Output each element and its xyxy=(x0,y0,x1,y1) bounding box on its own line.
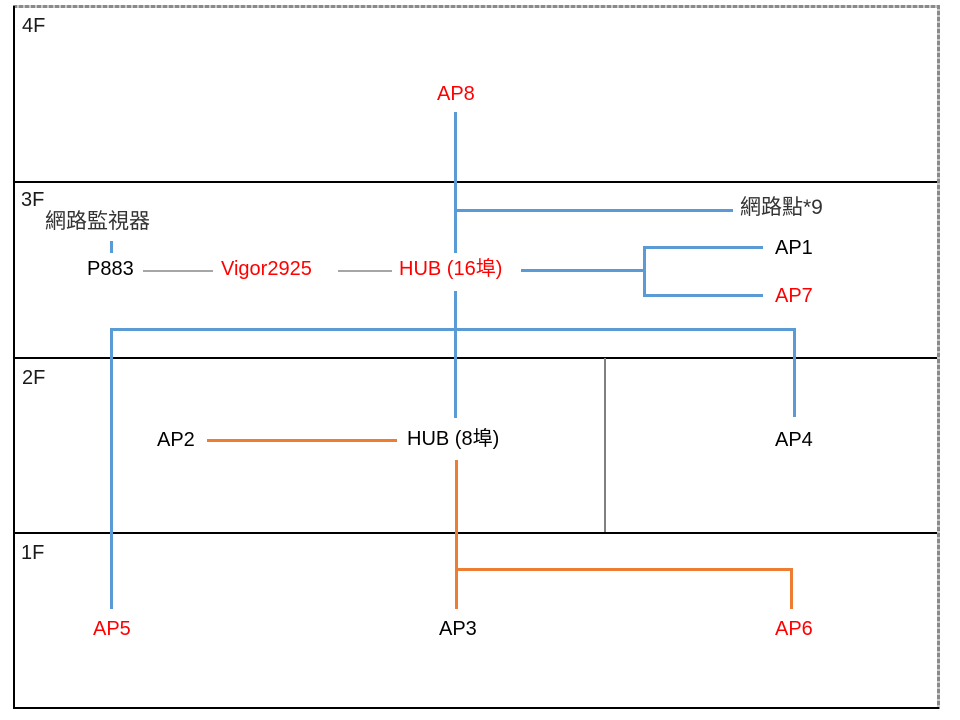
frame-bottom-border xyxy=(13,707,939,709)
frame-right-border xyxy=(937,5,940,709)
cable-ap1-link xyxy=(643,246,763,249)
node-ap1: AP1 xyxy=(775,237,813,259)
cable-ap8-drop xyxy=(454,112,457,253)
node-hub8: HUB (8埠) xyxy=(407,428,500,450)
node-network-monitor: 網路監視器 xyxy=(45,210,150,233)
node-network-points: 網路點*9 xyxy=(740,196,823,219)
cable-hub16-right xyxy=(521,269,644,272)
floor-label-3f: 3F xyxy=(21,189,45,211)
node-ap7: AP7 xyxy=(775,285,813,307)
floor-divider-4f-3f xyxy=(14,181,937,183)
frame-top-border xyxy=(13,5,940,8)
node-ap5: AP5 xyxy=(93,618,131,640)
cable-ap5-riser xyxy=(110,328,113,609)
cable-netpoints-branch xyxy=(454,209,733,212)
cable-ap4-riser xyxy=(793,328,796,417)
floor-label-1f: 1F xyxy=(21,542,45,564)
floor-divider-3f-2f xyxy=(14,357,937,359)
node-vigor2925: Vigor2925 xyxy=(221,258,312,280)
floor-label-4f: 4F xyxy=(22,15,46,37)
floor-label-2f: 2F xyxy=(22,367,46,389)
node-ap3: AP3 xyxy=(439,618,477,640)
cable-hub16-hub8-riser xyxy=(454,291,457,418)
cable-backbone-3f xyxy=(110,328,796,331)
node-hub16: HUB (16埠) xyxy=(399,258,503,280)
wall-divider-2f xyxy=(604,358,606,532)
node-ap6: AP6 xyxy=(775,618,813,640)
cable-ap1-ap7-branch xyxy=(643,246,646,297)
cable-monitor-stub xyxy=(110,241,113,253)
floor-divider-2f-1f xyxy=(14,532,937,534)
cable-ap6-branch xyxy=(455,568,793,571)
node-ap4: AP4 xyxy=(775,429,813,451)
cable-p883-vigor xyxy=(143,270,213,272)
cable-ap6-drop xyxy=(790,568,793,609)
cable-ap7-link xyxy=(643,294,763,297)
node-ap2: AP2 xyxy=(157,429,195,451)
node-ap8: AP8 xyxy=(437,83,475,105)
node-p883: P883 xyxy=(87,258,134,280)
cable-vigor-hub16 xyxy=(338,270,392,272)
cable-hub8-ap3 xyxy=(455,460,458,609)
cable-ap2-hub8 xyxy=(207,439,397,442)
